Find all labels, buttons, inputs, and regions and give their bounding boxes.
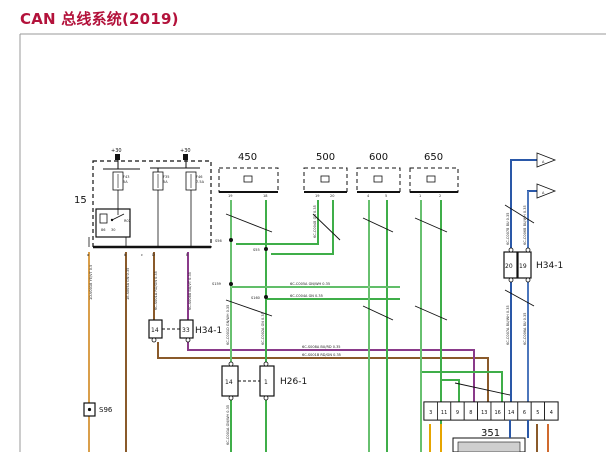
svg-text:S160: S160 xyxy=(251,296,260,300)
wire-label-c004b: 6C-C004B GN 0.35 xyxy=(313,205,317,238)
svg-text:20: 20 xyxy=(330,194,334,198)
svg-text:H34-1: H34-1 xyxy=(195,326,222,336)
svg-text:H34-1: H34-1 xyxy=(536,261,563,271)
wire-label-s001b: 6C-S001B RD/GN 0.35 xyxy=(302,353,341,357)
svg-text:S159: S159 xyxy=(212,282,221,286)
connector-351-pin-cell xyxy=(544,401,559,421)
svg-text:20: 20 xyxy=(505,263,513,270)
flag-lower: A xyxy=(536,183,557,199)
svg-text:F43: F43 xyxy=(123,175,129,179)
svg-text:5: 5 xyxy=(385,194,387,198)
svg-text:F35: F35 xyxy=(163,175,169,179)
wire-label-s001a: 6C-S001A RD/GN 0.35 xyxy=(154,271,158,310)
svg-text:19: 19 xyxy=(228,194,232,198)
svg-text:450: 450 xyxy=(238,152,257,163)
svg-text:1: 1 xyxy=(264,379,268,386)
fuse-box-15: 15 +30 +30 F43 5A F35 5A F46 7.5A xyxy=(74,148,212,257)
svg-text:600: 600 xyxy=(369,152,388,163)
wire-label-c005a: 6C-C005A GN/WH 0.35 xyxy=(290,282,330,286)
svg-text:33: 33 xyxy=(182,327,190,334)
wire-label-c007b: 6C-C007B BU 0.35 xyxy=(506,213,510,245)
wire-s001b xyxy=(157,342,489,402)
connector-351-pin-label: 9 xyxy=(456,410,459,416)
splice-s55: S55 xyxy=(253,247,268,252)
connector-351: 3 11 9 8 13 16 14 6 5 4 351 xyxy=(423,401,559,452)
connector-h34-left: 14 33 H34-1 xyxy=(148,319,222,343)
svg-text:c: c xyxy=(141,253,143,257)
wire-label-v001b: 1D-V001B YE/VT 0.5 xyxy=(89,265,93,300)
connector-h34-right: 20 19 H34-1 xyxy=(503,247,563,283)
wire-label-c004a: 6C-C004A GN 0.35 xyxy=(290,294,323,298)
module-650: 650 1 2 xyxy=(409,152,459,198)
connector-h26: 14 1 H26-1 xyxy=(221,361,307,401)
svg-text:4: 4 xyxy=(367,194,370,198)
twist-markers xyxy=(225,204,535,396)
splice-s160: S160 xyxy=(251,295,268,300)
splice-s159: S159 xyxy=(212,282,233,286)
wire-label-s005a: 1E-S005A GN 0.35 xyxy=(126,268,130,300)
module-450: 450 19 18 xyxy=(218,152,279,198)
svg-text:5A: 5A xyxy=(163,180,168,184)
svg-text:86: 86 xyxy=(101,228,105,232)
svg-text:2: 2 xyxy=(439,194,441,198)
wire-s008a xyxy=(187,342,475,402)
svg-text:500: 500 xyxy=(316,152,335,163)
svg-text:S96: S96 xyxy=(99,406,113,414)
wire-label-c001a: 6C-C001A GN/WH 0.35 xyxy=(226,405,230,445)
wire-label-c001d: 6C-C001D GN/WH 0.35 xyxy=(226,305,230,345)
svg-text:7.5A: 7.5A xyxy=(196,180,205,184)
connector-351-pin-label: 4 xyxy=(550,410,553,416)
svg-text:30: 30 xyxy=(111,228,115,232)
svg-text:F46: F46 xyxy=(196,175,202,179)
svg-text:A: A xyxy=(542,191,545,195)
module-15-label: 15 xyxy=(74,195,87,206)
svg-text:a: a xyxy=(87,253,89,257)
wire-label-s008a: 6C-S008A BU/RD 0.35 xyxy=(302,345,341,349)
relay-r02: R02 86 30 xyxy=(95,208,131,238)
connector-351-pin-label: 3 xyxy=(429,410,432,416)
svg-text:S55: S55 xyxy=(253,248,260,252)
can-wires-blue xyxy=(510,159,537,402)
wire-label-c006b: 6C-C006B BU/WH 0.35 xyxy=(523,205,527,245)
svg-text:S56: S56 xyxy=(215,239,222,243)
svg-text:14: 14 xyxy=(225,379,233,386)
svg-text:D: D xyxy=(152,253,155,257)
connector-351-pin-label: 6 xyxy=(523,410,526,416)
svg-text:650: 650 xyxy=(424,152,443,163)
connector-351-pin-label: 13 xyxy=(481,410,487,416)
connector-351-pin-label: 16 xyxy=(495,410,501,416)
svg-text:19: 19 xyxy=(519,263,527,270)
connector-351-pin-label: 8 xyxy=(469,410,472,416)
flag-upper: A xyxy=(536,152,557,168)
svg-text:19: 19 xyxy=(315,194,319,198)
connector-351-pin-label: 11 xyxy=(441,410,447,416)
supply-left: +30 xyxy=(111,148,122,154)
module-500: 500 19 20 xyxy=(303,152,348,198)
svg-text:351: 351 xyxy=(481,428,500,439)
connector-351-pin-label: 14 xyxy=(508,410,514,416)
svg-text:5A: 5A xyxy=(123,180,128,184)
svg-text:E: E xyxy=(186,253,188,257)
component-s96: S96 xyxy=(83,402,113,417)
supply-right: +30 xyxy=(180,148,191,154)
svg-text:A: A xyxy=(542,160,545,164)
wire-label-c007a: 6C-C007A BU/WH 0.35 xyxy=(506,305,510,345)
wire-label-c006a: 6C-C006A BU 0.35 xyxy=(523,313,527,345)
svg-text:R02: R02 xyxy=(124,219,131,223)
wire-label-s008b: 6C-S008B BU/VT 0.35 xyxy=(188,272,192,310)
svg-text:b: b xyxy=(124,253,127,257)
fuse-f46: F46 7.5A xyxy=(185,171,205,191)
connector-351-pin-label: 5 xyxy=(536,410,539,416)
module-600: 600 4 5 xyxy=(356,152,401,198)
fuse-f35: F35 5A xyxy=(152,171,169,191)
page-title: CAN 总线系统(2019) xyxy=(20,10,179,28)
splice-s56: S56 xyxy=(215,238,233,243)
fuse-f43: F43 5A xyxy=(112,171,129,191)
svg-text:14: 14 xyxy=(151,327,159,334)
svg-text:1: 1 xyxy=(419,194,421,198)
wire-label-c002a: 6C-C002A GN 0.35 xyxy=(261,312,265,345)
svg-text:18: 18 xyxy=(263,194,267,198)
svg-text:H26-1: H26-1 xyxy=(280,377,307,387)
